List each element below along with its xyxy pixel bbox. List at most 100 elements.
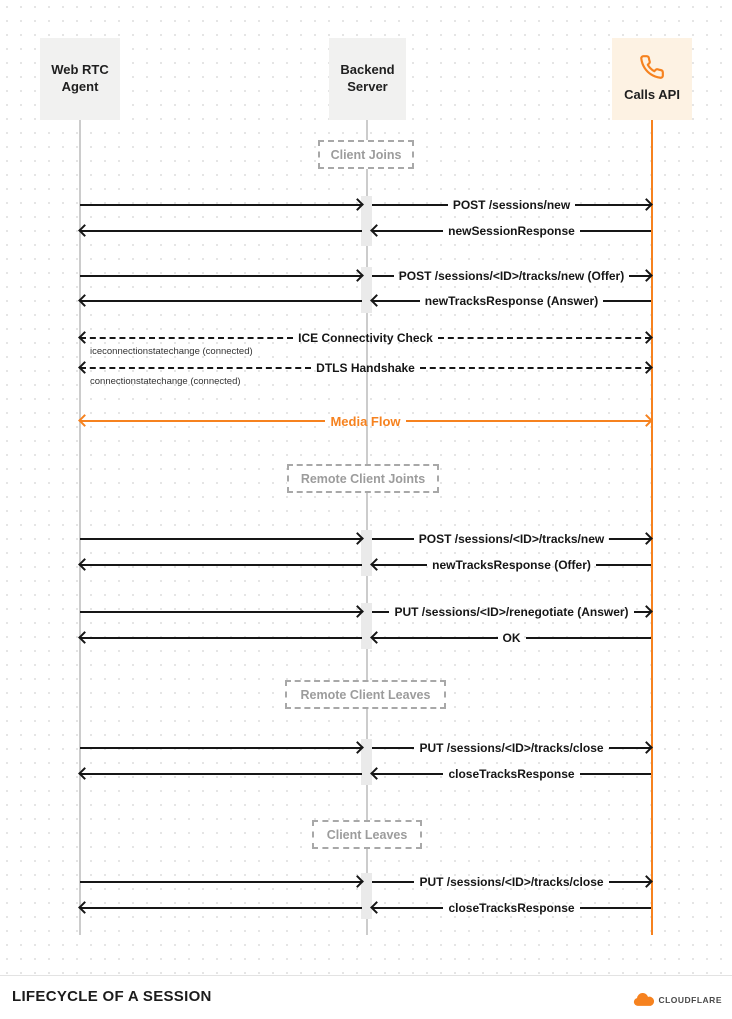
message-label: OK bbox=[502, 631, 521, 645]
arrow-line bbox=[372, 773, 444, 775]
message-label: PUT /sessions/<ID>/renegotiate (Answer) bbox=[394, 605, 629, 619]
actor-label: Web RTC Agent bbox=[51, 62, 109, 94]
arrow-line bbox=[372, 204, 448, 206]
arrow-put-tracks-close-final: PUT /sessions/<ID>/tracks/close bbox=[372, 874, 652, 890]
message-label: ICE Connectivity Check bbox=[298, 331, 433, 345]
arrow-line bbox=[80, 881, 362, 883]
arrow-line bbox=[575, 204, 651, 206]
message-label: closeTracksResponse bbox=[448, 901, 575, 915]
arrow-line bbox=[372, 230, 444, 232]
arrow-line bbox=[579, 907, 652, 909]
activation-bar bbox=[361, 196, 372, 246]
arrow-line bbox=[80, 204, 362, 206]
arrow-line bbox=[372, 881, 415, 883]
arrow-line bbox=[80, 337, 294, 339]
arrow-put-renegotiate: PUT /sessions/<ID>/renegotiate (Answer) bbox=[372, 604, 652, 620]
actor-label: Backend Server bbox=[340, 62, 395, 94]
lifeline-calls-api bbox=[651, 120, 653, 935]
arrow-line bbox=[609, 538, 652, 540]
group-label: Client Joins bbox=[330, 147, 402, 162]
arrow-line bbox=[419, 367, 652, 369]
arrow-new-tracks-response-answer: newTracksResponse (Answer) bbox=[372, 293, 651, 309]
arrow-media-flow: Media Flow bbox=[80, 413, 651, 429]
group-client-joins: Client Joins bbox=[318, 140, 414, 169]
arrow-backend-to-agent bbox=[80, 223, 362, 239]
arrow-line bbox=[372, 747, 415, 749]
group-label: Remote Client Joints bbox=[300, 471, 426, 486]
arrow-close-tracks-response: closeTracksResponse bbox=[372, 766, 652, 782]
arrow-line bbox=[80, 300, 362, 302]
arrow-line bbox=[80, 747, 362, 749]
actor-backend-server: Backend Server bbox=[329, 38, 406, 120]
arrow-line bbox=[595, 564, 651, 566]
footer-divider bbox=[0, 975, 732, 976]
arrow-line bbox=[372, 564, 428, 566]
message-label: POST /sessions/<ID>/tracks/new bbox=[418, 532, 605, 546]
arrow-line bbox=[80, 420, 326, 422]
arrow-close-tracks-response-final: closeTracksResponse bbox=[372, 900, 652, 916]
arrow-ok-response: OK bbox=[372, 630, 651, 646]
arrow-agent-to-backend bbox=[80, 874, 362, 890]
arrow-backend-to-agent bbox=[80, 557, 362, 573]
arrow-backend-to-agent bbox=[80, 630, 362, 646]
arrow-post-tracks-new: POST /sessions/<ID>/tracks/new bbox=[372, 531, 652, 547]
arrow-line bbox=[372, 538, 414, 540]
arrow-post-sessions-new: POST /sessions/new bbox=[372, 197, 651, 213]
activation-bar bbox=[361, 530, 372, 576]
lifeline-backend-server bbox=[366, 120, 368, 935]
ice-state-note: iceconnectionstatechange (connected) bbox=[90, 346, 253, 357]
cloudflare-logo-icon bbox=[633, 992, 655, 1007]
actor-calls-api: Calls API bbox=[612, 38, 692, 120]
arrow-line bbox=[80, 637, 362, 639]
arrow-line bbox=[372, 637, 498, 639]
message-label: POST /sessions/new bbox=[452, 198, 571, 212]
arrow-backend-to-agent bbox=[80, 293, 362, 309]
arrow-agent-to-backend bbox=[80, 604, 362, 620]
cloudflare-brand: CLOUDFLARE bbox=[633, 992, 722, 1007]
arrow-line bbox=[80, 564, 362, 566]
footer bbox=[0, 976, 732, 1019]
arrow-line bbox=[525, 637, 651, 639]
arrow-line bbox=[579, 773, 652, 775]
group-client-leaves: Client Leaves bbox=[312, 820, 422, 849]
group-remote-client-leaves: Remote Client Leaves bbox=[285, 680, 446, 709]
message-label: PUT /sessions/<ID>/tracks/close bbox=[419, 741, 604, 755]
phone-icon bbox=[639, 54, 665, 80]
arrow-backend-to-agent bbox=[80, 900, 362, 916]
group-remote-client-joins: Remote Client Joints bbox=[287, 464, 439, 493]
actor-label: Calls API bbox=[624, 87, 680, 103]
arrow-line bbox=[80, 275, 362, 277]
message-label: newSessionResponse bbox=[448, 224, 575, 238]
arrow-line bbox=[80, 367, 312, 369]
message-label: PUT /sessions/<ID>/tracks/close bbox=[419, 875, 604, 889]
arrow-agent-to-backend bbox=[80, 740, 362, 756]
arrow-ice-connectivity-check: ICE Connectivity Check bbox=[80, 330, 652, 346]
group-label: Remote Client Leaves bbox=[300, 687, 431, 702]
arrow-line bbox=[372, 275, 394, 277]
activation-bar bbox=[361, 603, 372, 649]
arrow-line bbox=[437, 337, 652, 339]
arrow-line bbox=[80, 907, 362, 909]
arrow-agent-to-backend bbox=[80, 197, 362, 213]
arrow-line bbox=[372, 300, 420, 302]
message-label: DTLS Handshake bbox=[316, 361, 415, 375]
message-label: POST /sessions/<ID>/tracks/new (Offer) bbox=[398, 269, 625, 283]
arrow-line bbox=[80, 538, 362, 540]
actor-web-rtc-agent: Web RTC Agent bbox=[40, 38, 120, 120]
arrow-line bbox=[372, 907, 444, 909]
arrow-line bbox=[608, 881, 652, 883]
arrow-line bbox=[80, 773, 362, 775]
arrow-line bbox=[579, 230, 651, 232]
lifeline-web-rtc-agent bbox=[79, 120, 81, 935]
message-label: newTracksResponse (Offer) bbox=[432, 558, 591, 572]
arrow-line bbox=[80, 611, 362, 613]
arrow-dtls-handshake: DTLS Handshake bbox=[80, 360, 652, 376]
group-label: Client Leaves bbox=[326, 827, 408, 842]
arrow-new-tracks-response-offer: newTracksResponse (Offer) bbox=[372, 557, 651, 573]
arrow-line bbox=[405, 420, 651, 422]
activation-bar bbox=[361, 739, 372, 785]
arrow-new-session-response: newSessionResponse bbox=[372, 223, 651, 239]
arrow-line bbox=[603, 300, 651, 302]
arrow-agent-to-backend bbox=[80, 268, 362, 284]
arrow-line bbox=[372, 611, 390, 613]
